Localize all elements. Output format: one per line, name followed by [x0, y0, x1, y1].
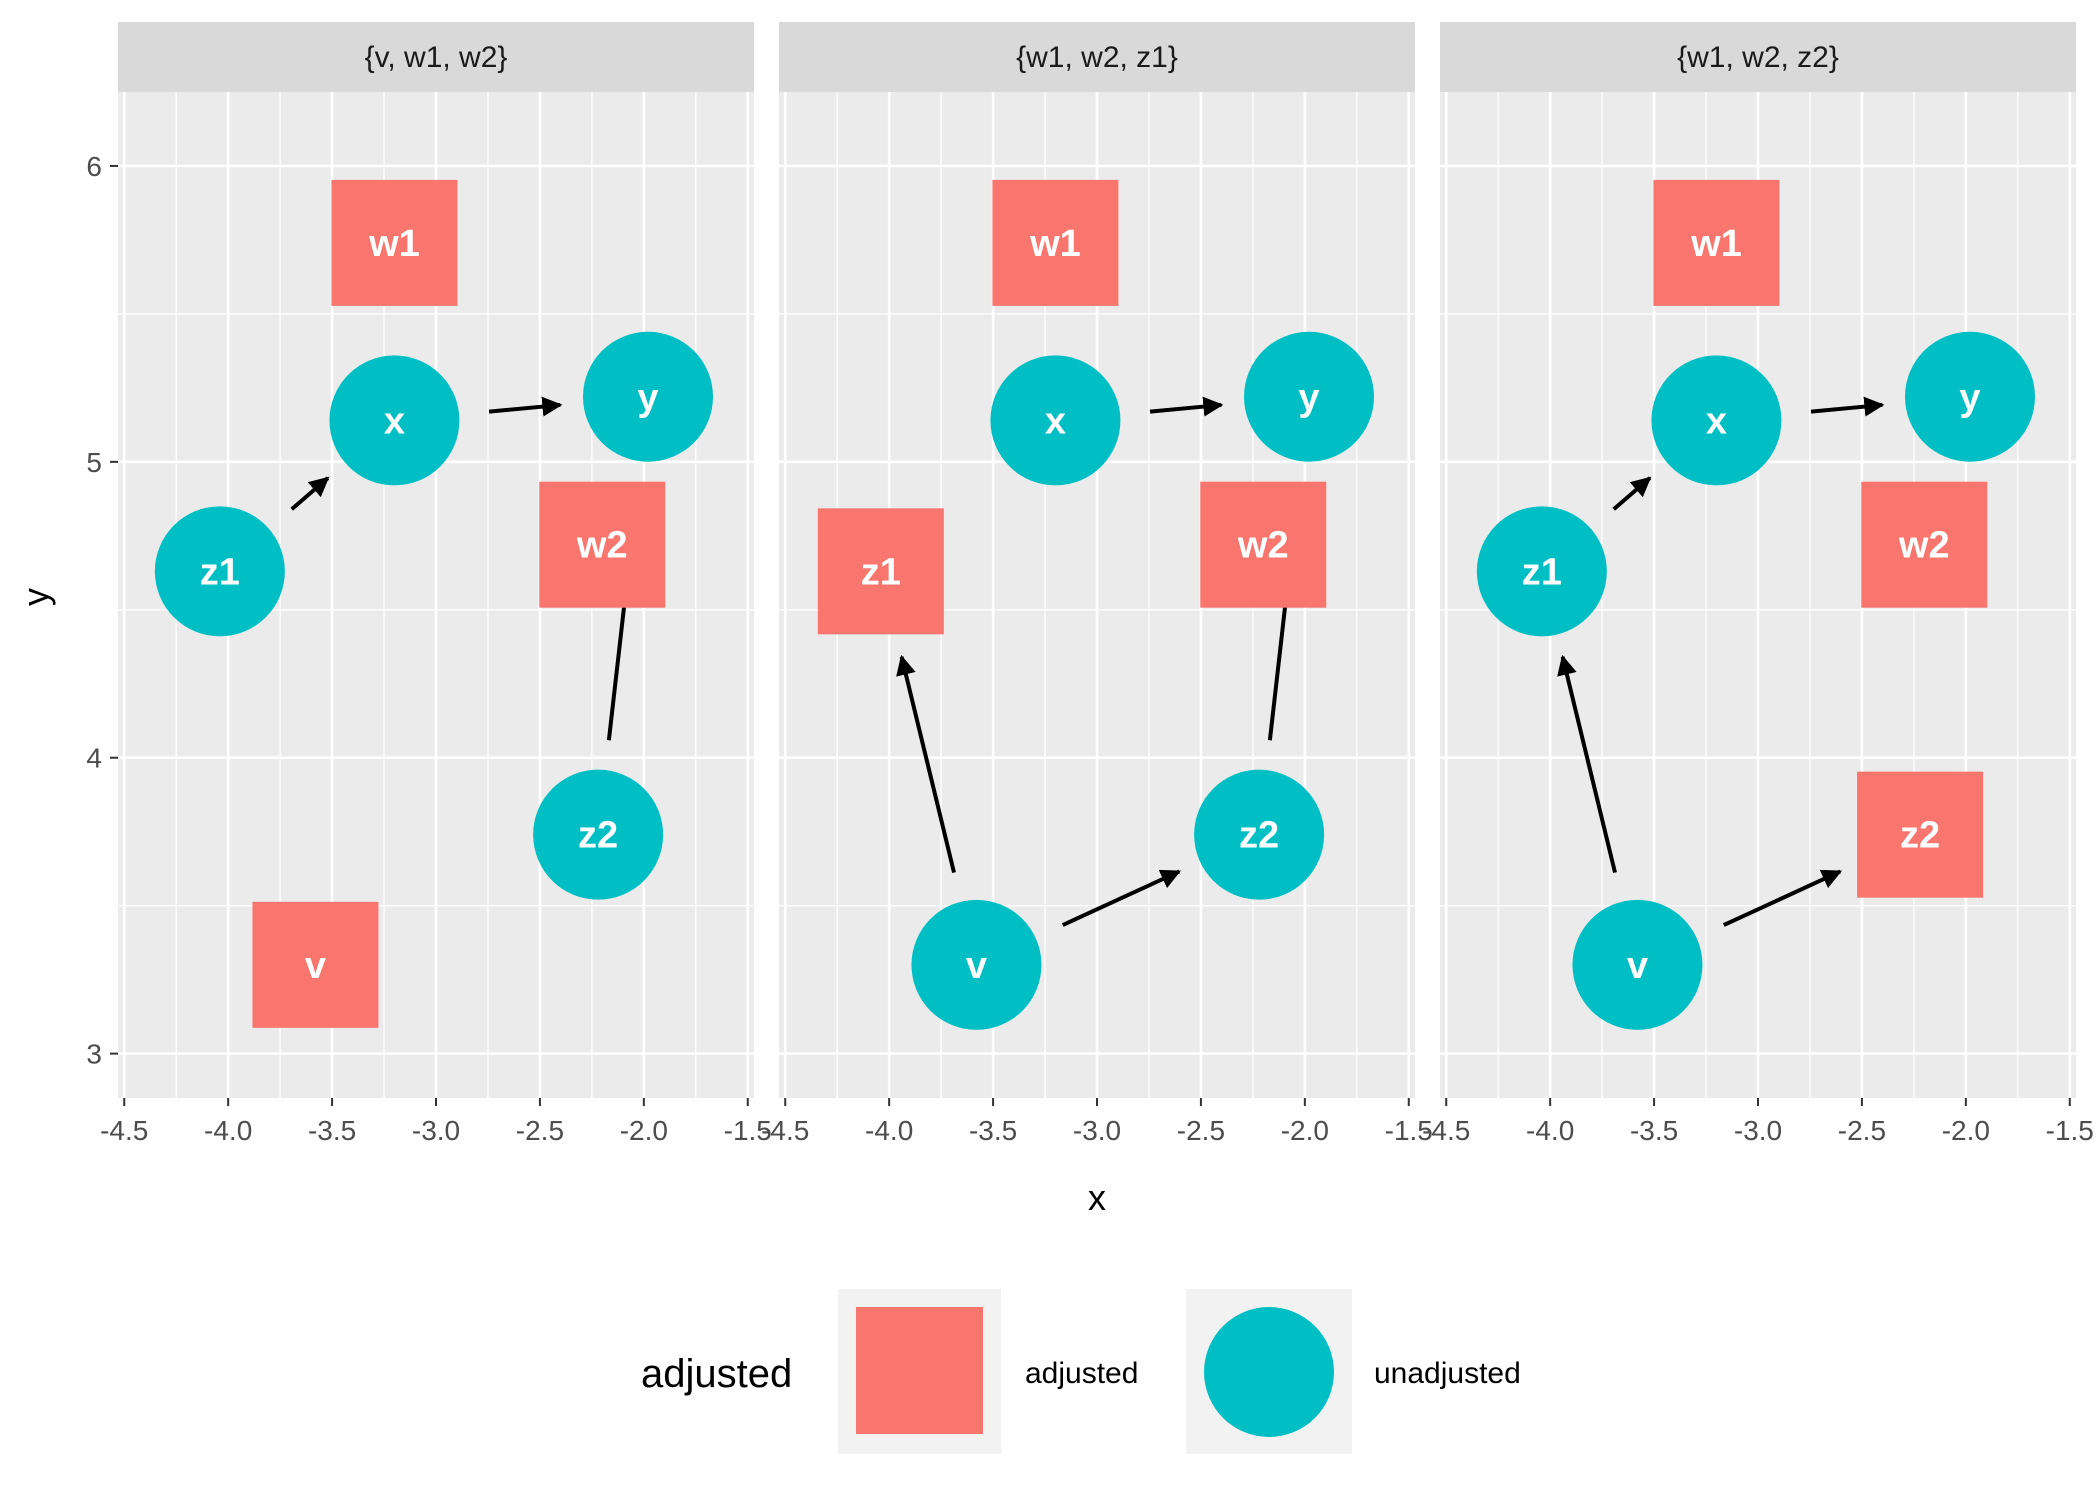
node-label-z1: z1 [200, 551, 240, 593]
node-z1-unadjusted [1476, 506, 1607, 637]
node-z2-unadjusted [1194, 769, 1325, 900]
node-label-y: y [1298, 377, 1319, 419]
node-z2-unadjusted [533, 769, 664, 900]
node-label-w2: w2 [1898, 525, 1950, 567]
facet-strip [118, 22, 754, 92]
legend: adjusted adjusted unadjusted [641, 1289, 1521, 1454]
x-tick-label: -2.0 [1942, 1115, 1990, 1146]
x-tick-label: -4.5 [1422, 1115, 1470, 1146]
node-w1-adjusted [331, 179, 458, 306]
node-z1-adjusted [817, 508, 944, 635]
x-tick-label: -3.5 [308, 1115, 356, 1146]
facet-strip-label: {v, w1, w2} [365, 41, 508, 74]
x-tick-label: -2.0 [1281, 1115, 1329, 1146]
node-label-w1: w1 [368, 223, 420, 265]
edge-arrow-x-to-y [488, 396, 563, 417]
facet-panel-1: {v, w1, w2} -4.5 -4.0 -3.5 -3.0 -2.5 -2.0 -1.5 3… [86, 22, 772, 1146]
node-label-z1: z1 [1522, 551, 1562, 593]
node-label-z2: z2 [1239, 815, 1279, 857]
node-label-x: x [1045, 400, 1066, 442]
node-label-y: y [637, 377, 658, 419]
node-y-unadjusted [1905, 331, 2035, 462]
x-tick-label: -1.5 [2046, 1115, 2094, 1146]
node-label-y: y [1959, 377, 1980, 419]
x-tick-label: -4.0 [865, 1115, 913, 1146]
x-tick-label: -2.5 [516, 1115, 564, 1146]
node-label-v: v [305, 945, 326, 987]
legend-title: adjusted [641, 1352, 792, 1396]
x-tick-label: -1.5 [1385, 1115, 1433, 1146]
node-y-unadjusted [583, 331, 713, 462]
y-tick-label: 6 [86, 151, 102, 182]
x-tick-label: -1.5 [724, 1115, 772, 1146]
y-axis-title: y [15, 588, 56, 606]
x-tick-label: -3.5 [969, 1115, 1017, 1146]
facet-strip-label: {w1, w2, z2} [1677, 41, 1839, 74]
node-z2-adjusted [1857, 771, 1984, 898]
node-label-w2: w2 [576, 525, 628, 567]
edge-arrow-x-to-y [1810, 396, 1885, 417]
node-label-w1: w1 [1029, 223, 1081, 265]
x-tick-label: -3.0 [412, 1115, 460, 1146]
facet-panel-2: {w1, w2, z1} -4.5 -4.0 -3.5 -3.0 -2.5 -2.0 -1.5… [761, 22, 1433, 1146]
x-tick-label: -4.0 [1526, 1115, 1574, 1146]
x-tick-label: -3.5 [1630, 1115, 1678, 1146]
node-label-z2: z2 [578, 815, 618, 857]
node-label-z2: z2 [1900, 815, 1940, 857]
node-label-w2: w2 [1237, 525, 1289, 567]
y-tick-label: 5 [86, 447, 102, 478]
y-tick-label: 3 [86, 1039, 102, 1070]
node-label-v: v [966, 945, 987, 987]
node-z1-unadjusted [154, 506, 285, 637]
facet-strip-label: {w1, w2, z1} [1016, 41, 1178, 74]
x-tick-label: -4.5 [100, 1115, 148, 1146]
x-tick-label: -3.0 [1073, 1115, 1121, 1146]
node-label-x: x [384, 400, 405, 442]
x-tick-label: -2.5 [1177, 1115, 1225, 1146]
node-v-adjusted [252, 901, 379, 1028]
x-tick-label: -3.0 [1734, 1115, 1782, 1146]
facet-panels: {v, w1, w2} -4.5 -4.0 -3.5 -3.0 -2.5 -2.0 -1.5 3… [86, 22, 2094, 1146]
edge-arrow-v-to-z2 [1722, 869, 1843, 927]
node-v-unadjusted [911, 899, 1042, 1030]
node-w2-adjusted [1200, 481, 1327, 608]
edge-arrow-z1-to-x [1612, 476, 1652, 511]
legend-key-adjusted-square [856, 1307, 983, 1434]
edge-arrow-z1-to-x [290, 476, 330, 511]
x-tick-label: -4.0 [204, 1115, 252, 1146]
node-label-v: v [1627, 945, 1648, 987]
node-w1-adjusted [1653, 179, 1780, 306]
edge-arrow-v-to-z1 [1557, 654, 1617, 874]
x-axis-title: x [1088, 1177, 1106, 1218]
legend-key-unadjusted-circle [1204, 1307, 1334, 1437]
node-label-z1: z1 [861, 551, 901, 593]
node-x-unadjusted [990, 355, 1121, 486]
x-tick-label: -4.5 [761, 1115, 809, 1146]
node-label-w1: w1 [1690, 223, 1742, 265]
node-x-unadjusted [329, 355, 460, 486]
node-label-x: x [1706, 400, 1727, 442]
node-v-unadjusted [1572, 899, 1703, 1030]
node-w2-adjusted [1861, 481, 1988, 608]
y-tick-label: 4 [86, 743, 102, 774]
facet-strip [779, 22, 1415, 92]
edge-arrow-v-to-z2 [1061, 869, 1182, 927]
node-y-unadjusted [1244, 331, 1374, 462]
facet-strip [1440, 22, 2076, 92]
facet-panel-3: {w1, w2, z2} -4.5 -4.0 -3.5 -3.0 -2.5 -2.0 -1.5… [1422, 22, 2094, 1146]
edge-arrow-x-to-y [1149, 396, 1224, 417]
node-w1-adjusted [992, 179, 1119, 306]
legend-label-unadjusted: unadjusted [1374, 1357, 1521, 1390]
x-tick-label: -2.0 [620, 1115, 668, 1146]
node-x-unadjusted [1651, 355, 1782, 486]
edge-arrow-v-to-z1 [896, 654, 956, 874]
x-tick-label: -2.5 [1838, 1115, 1886, 1146]
node-w2-adjusted [539, 481, 666, 608]
legend-label-adjusted: adjusted [1025, 1357, 1138, 1390]
